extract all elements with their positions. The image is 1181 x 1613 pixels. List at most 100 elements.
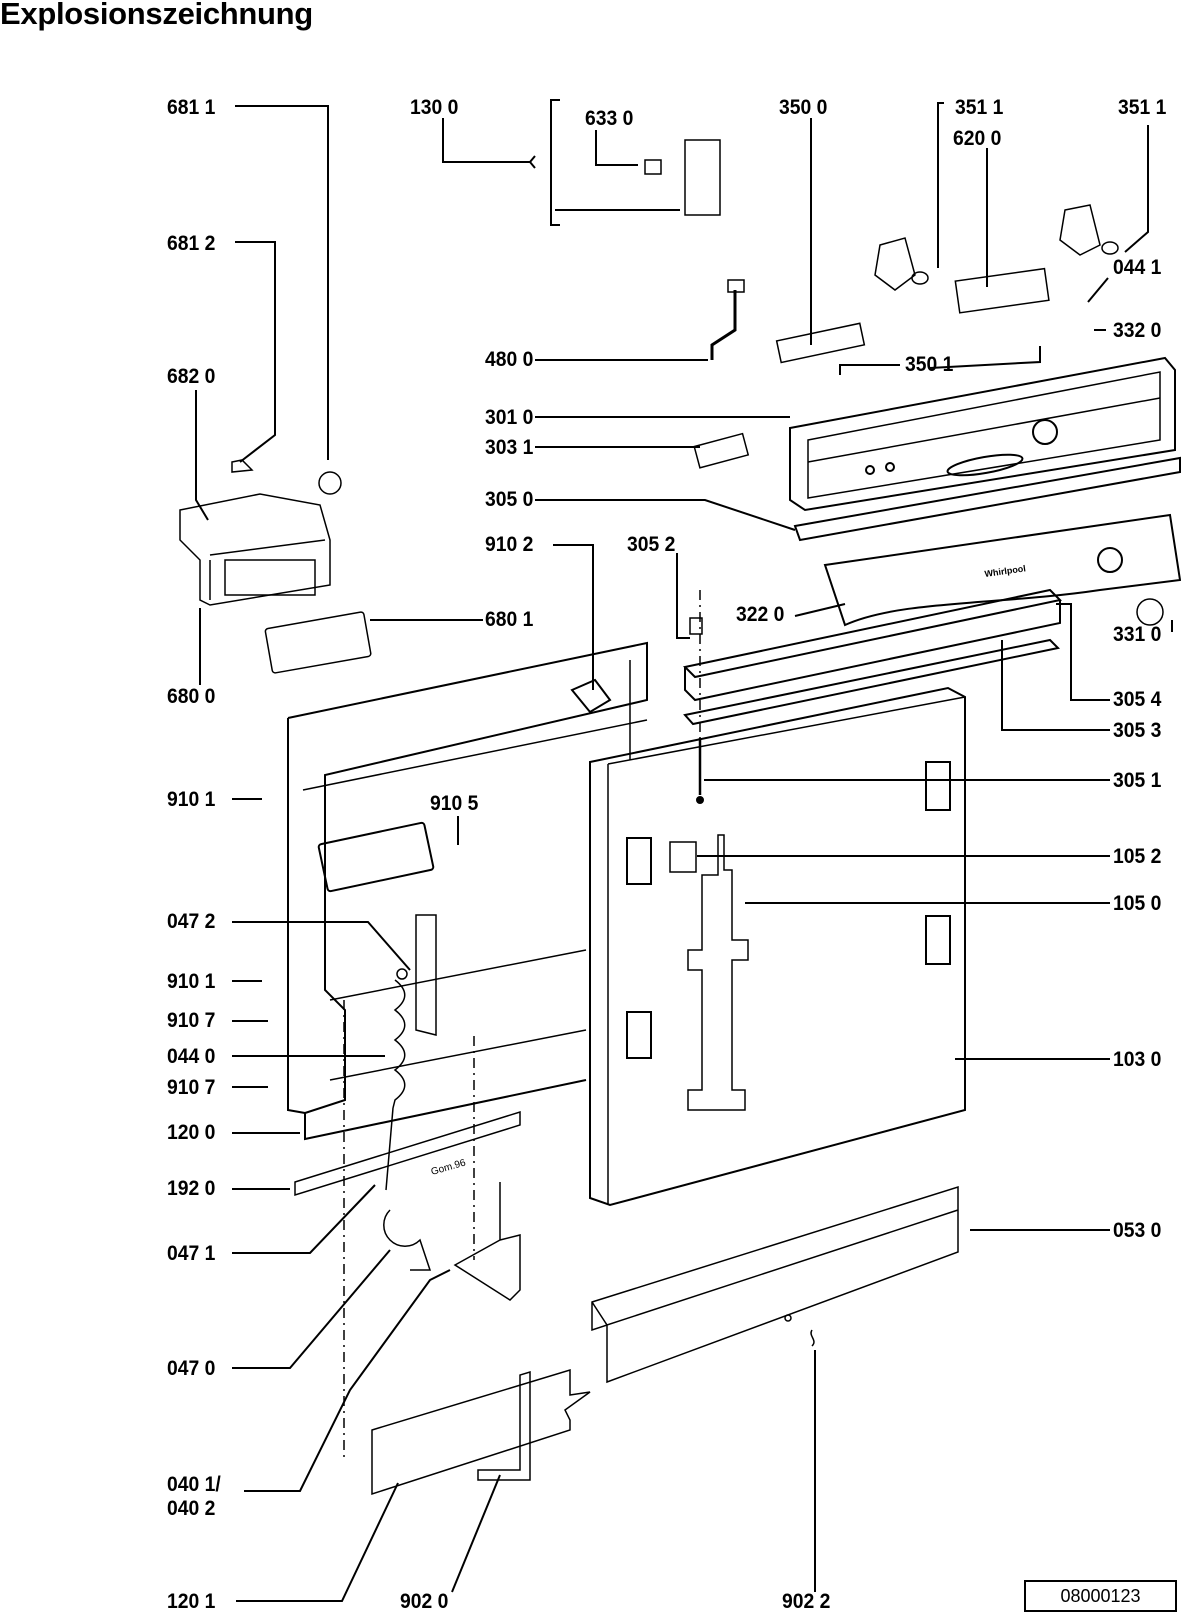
part-label-910-1-a: 910 1 (167, 788, 216, 811)
plinth-120-1 (371, 1368, 591, 1496)
part-label-902-2: 902 2 (782, 1590, 831, 1613)
part-label-910-5: 910 5 (430, 792, 479, 815)
part-label-331-0: 331 0 (1113, 623, 1162, 646)
part-label-105-2: 105 2 (1113, 845, 1162, 868)
dispenser (179, 459, 372, 674)
part-label-044-1: 044 1 (1113, 256, 1162, 279)
leader-120-1 (236, 1482, 399, 1602)
spring (385, 968, 408, 1191)
part-label-620-0: 620 0 (953, 127, 1002, 150)
leader-047-2 (232, 921, 411, 971)
leader-lines (195, 99, 1173, 1602)
part-label-910-2: 910 2 (485, 533, 534, 556)
part-label-910-7-a: 910 7 (167, 1009, 216, 1032)
support-902-0 (477, 1370, 531, 1481)
leader-040-1 (244, 1269, 451, 1492)
page-title: Explosionszeichnung (0, 0, 313, 31)
part-label-351-1-b: 351 1 (1118, 96, 1167, 119)
door-lock-130 (684, 139, 721, 216)
part-label-040-1: 040 1/ (167, 1473, 221, 1496)
leader-633-0 (595, 130, 638, 166)
window-gasket (317, 821, 435, 893)
bottom-components: Gom.96 (294, 1110, 959, 1496)
leader-682-0 (195, 390, 209, 521)
part-label-192-0: 192 0 (167, 1177, 216, 1200)
leader-902-0 (451, 1474, 501, 1593)
fascia-322: Whirlpool (823, 513, 1181, 627)
knob-shape-a (874, 237, 916, 291)
bracket-910-2 (570, 678, 612, 714)
hinge-plate-105-0 (687, 834, 749, 1111)
top-components (644, 139, 1164, 635)
part-label-047-1: 047 1 (167, 1242, 216, 1265)
part-label-130-0: 130 0 (410, 96, 459, 119)
leader-305-4 (1056, 603, 1110, 701)
part-label-305-4: 305 4 (1113, 688, 1162, 711)
clip-305-2 (689, 617, 703, 635)
part-label-682-0: 682 0 (167, 365, 216, 388)
outer-door-panel (589, 686, 966, 1207)
drawing-reference-number: 08000123 (1024, 1580, 1177, 1612)
part-label-105-0: 105 0 (1113, 892, 1162, 915)
gasket-192-0 (294, 1110, 521, 1197)
control-strip-305 (793, 456, 1181, 542)
part-label-047-2: 047 2 (167, 910, 216, 933)
dash-axis-left (343, 1000, 475, 1460)
brand-label: Whirlpool (984, 563, 1026, 579)
leader-351-1a (937, 102, 944, 268)
part-label-303-1: 303 1 (485, 436, 534, 459)
switch-633 (644, 159, 662, 175)
lid-682 (231, 459, 254, 473)
leader-322-0 (794, 603, 846, 617)
gasket-label: Gom.96 (430, 1157, 468, 1177)
leader-130-0-bracket (550, 99, 680, 226)
part-label-305-0: 305 0 (485, 488, 534, 511)
leader-305-2 (676, 553, 690, 639)
part-label-480-0: 480 0 (485, 348, 534, 371)
part-label-910-1-b: 910 1 (167, 970, 216, 993)
part-label-902-0: 902 0 (400, 1590, 449, 1613)
part-label-322-0: 322 0 (736, 603, 785, 626)
control-panel-301 (789, 356, 1176, 512)
module-350-0 (775, 322, 866, 364)
part-label-120-1: 120 1 (167, 1590, 216, 1613)
part-label-305-3: 305 3 (1113, 719, 1162, 742)
part-label-103-0: 103 0 (1113, 1048, 1162, 1071)
knob-shape-b (1059, 204, 1101, 256)
part-label-053-0: 053 0 (1113, 1219, 1162, 1242)
top-rails (682, 588, 1063, 740)
leader-910-2 (553, 544, 594, 690)
seal-681-1 (318, 471, 342, 495)
wire-harness-480 (710, 290, 737, 360)
button-303-1 (693, 432, 750, 469)
part-label-910-7-b: 910 7 (167, 1076, 216, 1099)
clip-105-2 (669, 841, 697, 873)
leader-350-1 (839, 346, 1041, 375)
part-label-681-1: 681 1 (167, 96, 216, 119)
part-label-305-2: 305 2 (627, 533, 676, 556)
kickplate-053-0 (591, 1185, 959, 1384)
part-label-681-2: 681 2 (167, 232, 216, 255)
knob-331-0 (1136, 598, 1164, 626)
part-label-120-0: 120 0 (167, 1121, 216, 1144)
module-620-0 (954, 267, 1050, 314)
part-label-332-0: 332 0 (1113, 319, 1162, 342)
leader-305-0 (535, 499, 796, 531)
part-label-680-1: 680 1 (485, 608, 534, 631)
part-label-301-0: 301 0 (485, 406, 534, 429)
leader-130-0 (442, 118, 536, 169)
leader-681-1 (235, 105, 329, 460)
leader-044-1 (1087, 277, 1109, 303)
part-label-351-1-a: 351 1 (955, 96, 1004, 119)
leader-047-1 (232, 1184, 376, 1254)
part-label-040-2: 040 2 (167, 1497, 216, 1520)
leader-681-2 (235, 241, 276, 463)
leader-351-1b (1124, 125, 1149, 253)
part-label-047-0: 047 0 (167, 1357, 216, 1380)
leader-047-0 (232, 1249, 391, 1369)
leader-305-3 (1001, 640, 1110, 731)
gasket-680-1 (264, 611, 372, 674)
bracket-047-0 (383, 1209, 432, 1271)
part-label-350-1: 350 1 (905, 353, 954, 376)
